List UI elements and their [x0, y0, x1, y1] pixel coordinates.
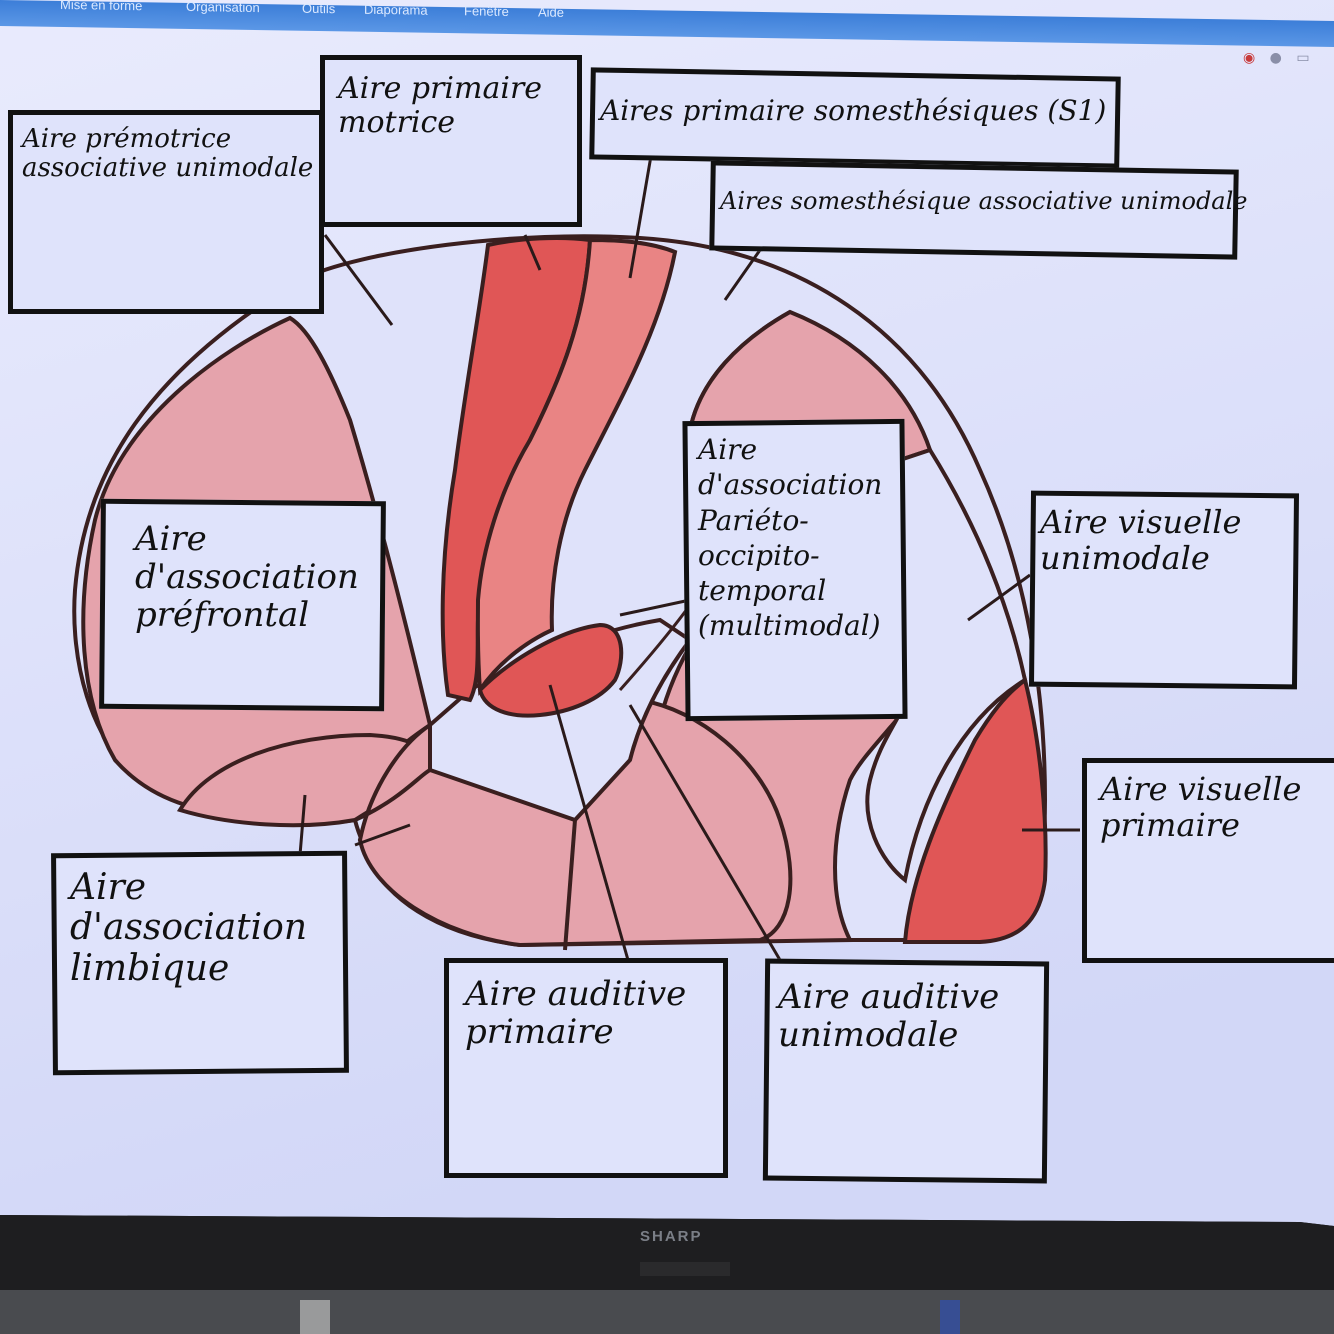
label-somesthesiques-s1: Aires primaire somesthésiques (S1) [600, 94, 1107, 127]
primary-somatosensory-area [475, 237, 678, 696]
monitor-brand-logo: SHARP [640, 1228, 703, 1245]
pointer-lines [298, 149, 1080, 961]
label-auditive-unimodale: Aire auditive unimodale [778, 977, 1000, 1056]
label-premotrice: Aire prémotrice associative unimodale [22, 124, 314, 184]
label-visuelle-unimodale: Aire visuelle unimodale [1040, 503, 1242, 577]
label-limbique: Aire d'association limbique [70, 867, 308, 989]
airplay-icon[interactable]: ▭ [1296, 50, 1310, 66]
primary-visual-area [902, 676, 1048, 944]
primary-auditory-area [477, 622, 624, 718]
user-icon[interactable]: ● [1269, 50, 1282, 66]
notification-icon[interactable]: ◉ [1243, 50, 1256, 66]
box-premotrice [8, 110, 324, 314]
label-auditive-primaire: Aire auditive primaire [465, 974, 687, 1053]
label-primaire-motrice: Aire primaire motrice [338, 71, 543, 140]
label-visuelle-primaire: Aire visuelle primaire [1100, 770, 1302, 844]
status-icons: ◉ ● ▭ [1243, 50, 1320, 66]
label-parieto: Aire d'association Pariéto- occipito- te… [698, 433, 883, 643]
sulcus-line [563, 819, 577, 951]
label-prefrontal: Aire d'association préfrontal [135, 519, 359, 636]
box-auditive-primaire [444, 958, 728, 1178]
label-somesthesique-assoc: Aires somesthésique associative unimodal… [720, 187, 1248, 215]
sulcus-line [354, 768, 432, 822]
box-visuelle-primaire [1082, 758, 1334, 963]
visual-unimodal-area [865, 447, 1028, 884]
box-primaire-motrice [320, 55, 582, 227]
